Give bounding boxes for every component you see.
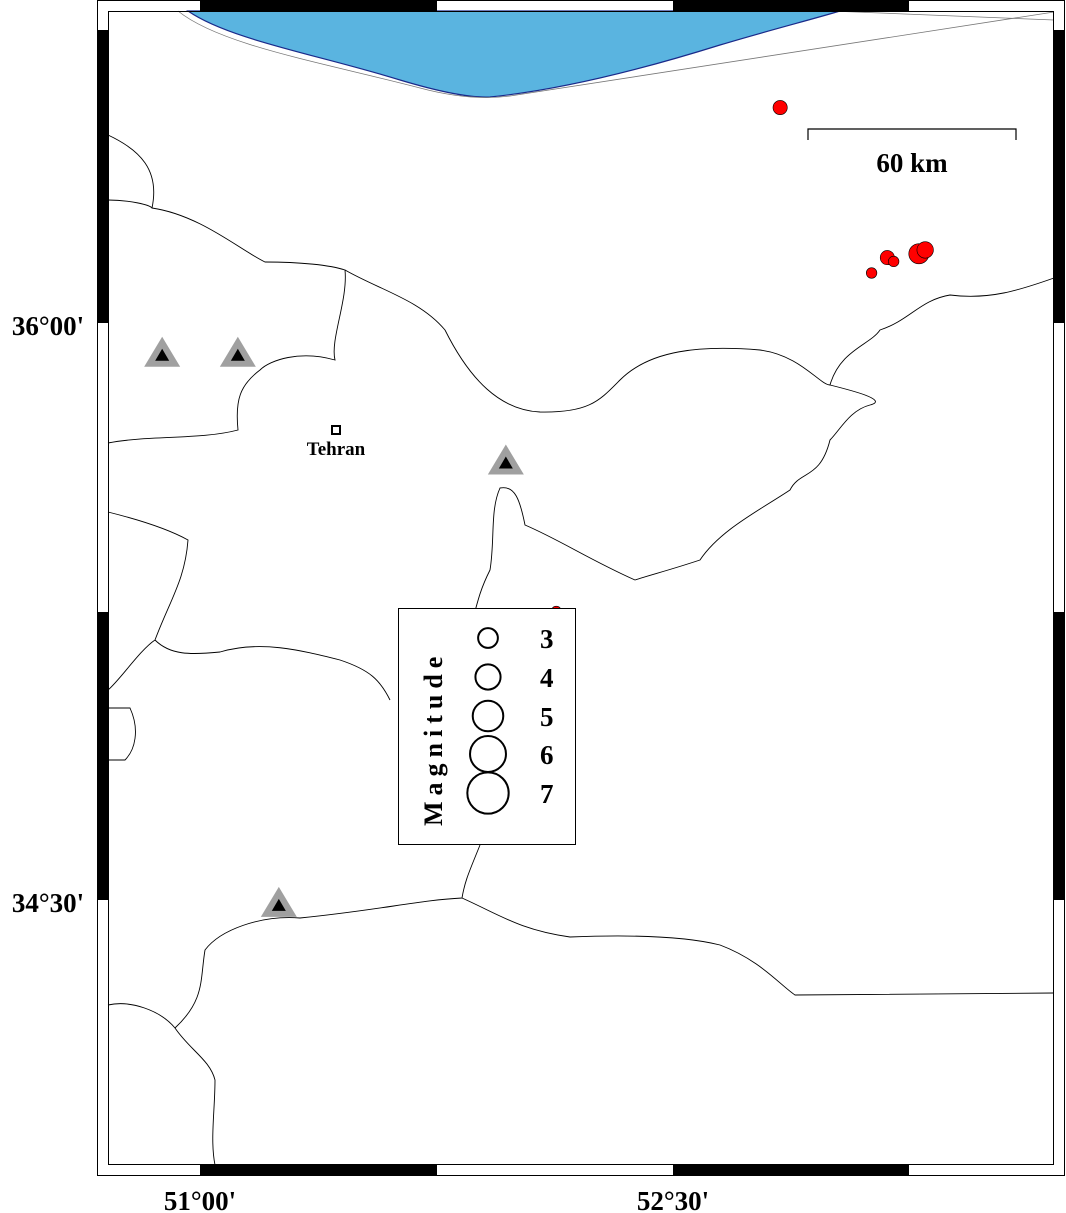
earthquake-event xyxy=(772,100,788,116)
magnitude-legend: Magnitude 3 4 5 6 7 xyxy=(398,608,576,845)
legend-circle xyxy=(466,771,510,815)
city-label: Tehran xyxy=(307,439,366,460)
caspian-sea xyxy=(186,10,841,98)
legend-label: 5 xyxy=(540,702,554,732)
city-marker-icon xyxy=(331,425,341,435)
earthquake-event xyxy=(865,267,878,279)
legend-label: 6 xyxy=(540,740,554,770)
legend-title: Magnitude xyxy=(419,651,448,826)
legend-circle xyxy=(471,699,505,733)
map-frame xyxy=(97,0,1065,1176)
seismic-stations xyxy=(144,336,524,917)
legend-circle xyxy=(474,663,502,691)
earthquake-event xyxy=(916,241,934,259)
station-triangle-icon xyxy=(219,336,256,367)
earthquake-event xyxy=(888,255,900,268)
lat-label-36-00: 36°00' xyxy=(12,311,84,341)
coastline xyxy=(829,10,1055,21)
legend-label: 4 xyxy=(540,663,554,693)
legend-label: 7 xyxy=(540,779,554,809)
coastline xyxy=(177,10,1055,98)
lon-label-51-00: 51°00' xyxy=(164,1186,236,1213)
station-triangle-icon xyxy=(144,336,181,367)
scale-bar-label: 60 km xyxy=(876,148,948,178)
scale-bar: 60 km xyxy=(807,128,1017,178)
legend-circle xyxy=(477,627,499,649)
lat-label-34-30: 34°30' xyxy=(12,888,84,918)
station-triangle-icon xyxy=(487,444,524,475)
station-triangle-icon xyxy=(260,886,297,917)
legend-label: 3 xyxy=(540,624,554,654)
province-boundaries xyxy=(107,134,1055,1166)
lon-label-52-30: 52°30' xyxy=(637,1186,709,1213)
